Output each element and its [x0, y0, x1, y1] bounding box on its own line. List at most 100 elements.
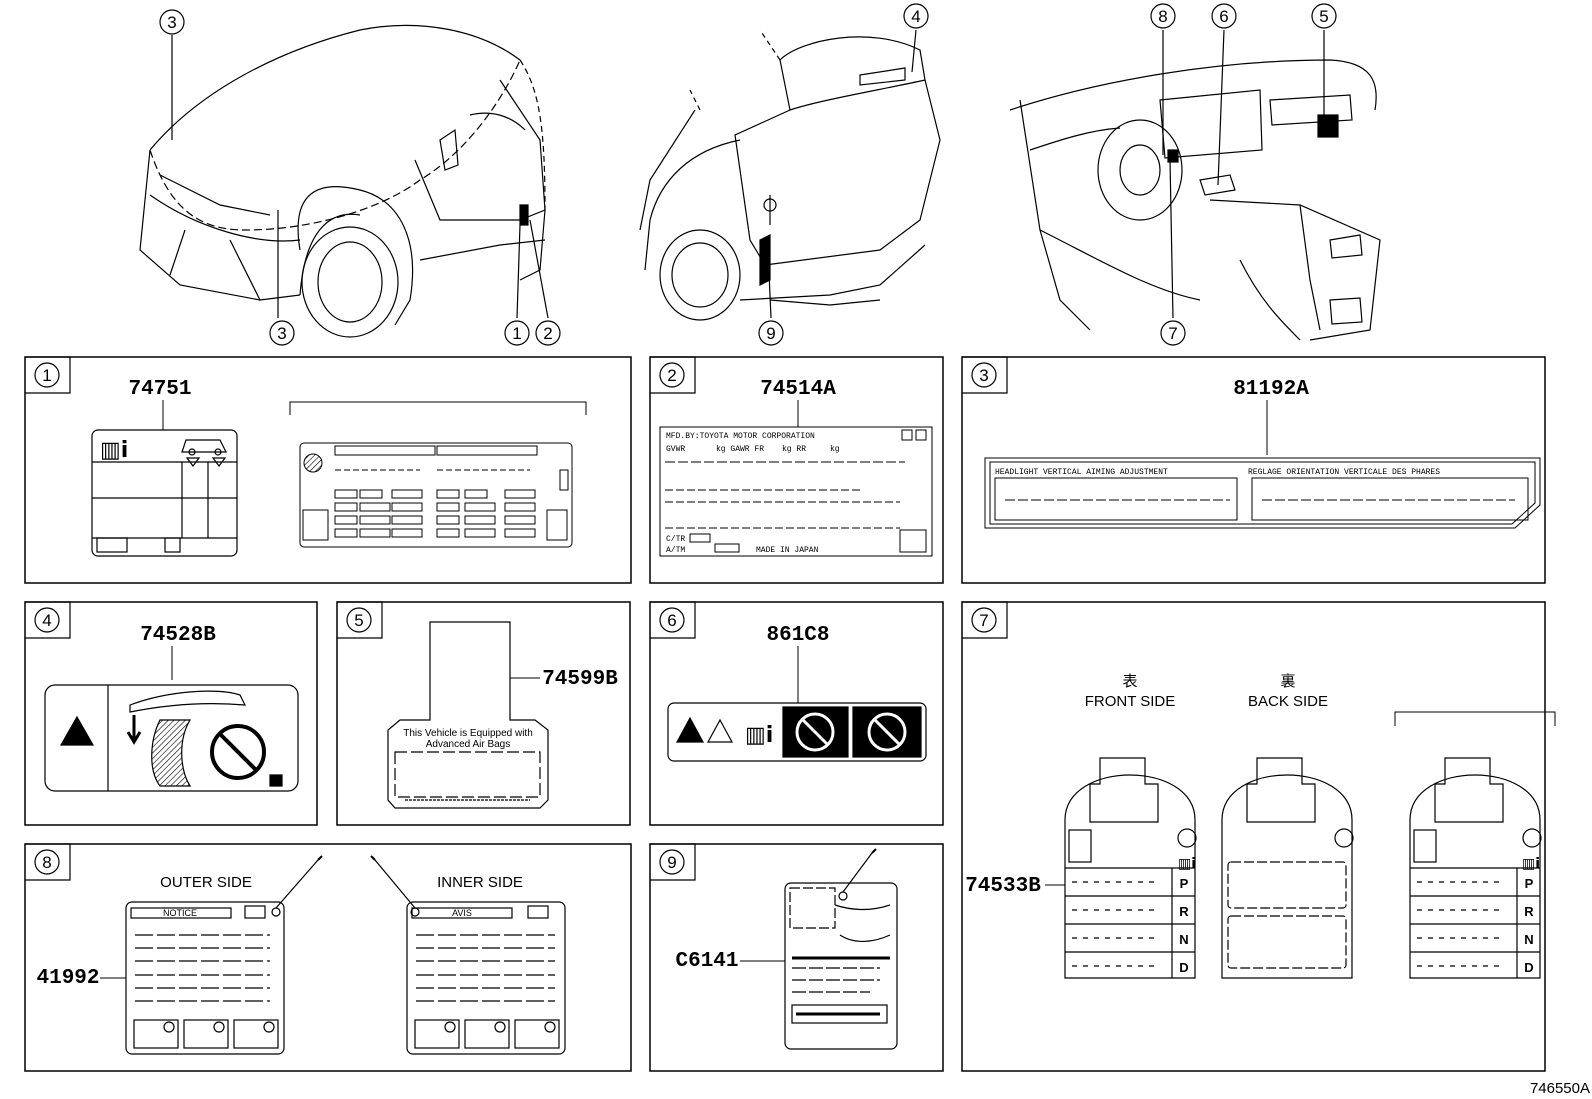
part-number-74533B: 74533B: [965, 875, 1041, 898]
svg-text:▥i: ▥i: [1522, 856, 1540, 872]
callout-5: 5: [1311, 3, 1337, 29]
svg-text:表: 表: [1122, 673, 1137, 690]
callout-1: 1: [504, 320, 530, 346]
headlight-aim-label: HEADLIGHT VERTICAL AIMING ADJUSTMENT REG…: [984, 457, 1541, 529]
svg-text:3: 3: [979, 366, 988, 385]
part-number-41992: 41992: [36, 967, 99, 990]
svg-text:▥i: ▥i: [1178, 856, 1196, 872]
callout-leaders: [171, 29, 1325, 319]
svg-text:9: 9: [766, 324, 775, 343]
svg-text:4: 4: [911, 7, 920, 26]
svg-text:P: P: [1180, 876, 1189, 891]
callout-2: 2: [535, 320, 561, 346]
back-door-caution-label: [44, 684, 299, 792]
top-callouts: 3 3 1 2 4 9 8 6 5 7: [159, 3, 1337, 346]
outer-side-tag: [125, 855, 323, 1055]
charging-port-tag: [784, 848, 898, 1050]
panel-6: 6 861C8 ▥i: [649, 601, 944, 826]
svg-text:R: R: [1179, 904, 1189, 919]
svg-text:7: 7: [979, 611, 988, 630]
svg-text:kg GAWR FR: kg GAWR FR: [716, 445, 764, 454]
svg-text:7: 7: [1168, 324, 1177, 343]
callout-3-top: 3: [159, 9, 185, 35]
airbag-label: This Vehicle is Equipped with Advanced A…: [387, 621, 549, 809]
svg-text:D: D: [1524, 960, 1533, 975]
svg-text:kg RR: kg RR: [782, 445, 806, 454]
svg-text:NOTICE: NOTICE: [163, 908, 197, 918]
sun-visor-airbag-label: ▥i: [667, 702, 927, 762]
svg-text:3: 3: [277, 324, 286, 343]
warning-triangle-icon: [675, 716, 705, 743]
svg-text:kg: kg: [830, 445, 840, 454]
part-number-81192A: 81192A: [1233, 378, 1309, 401]
car-front-view: [139, 24, 546, 338]
svg-text:1: 1: [512, 324, 521, 343]
panel-8: 8 OUTER SIDE INNER SIDE 41992 NOTICE: [24, 843, 632, 1072]
shift-tag-alt: ▥i: [1409, 757, 1542, 979]
svg-text:5: 5: [354, 611, 363, 630]
callout-4: 4: [903, 3, 929, 29]
svg-text:P: P: [1525, 876, 1534, 891]
svg-text:N: N: [1179, 932, 1188, 947]
svg-text:C/TR: C/TR: [666, 535, 685, 544]
callout-8: 8: [1150, 3, 1176, 29]
vehicle-id-label: MFD.BY:TOYOTA MOTOR CORPORATION GVWR kg …: [659, 426, 933, 557]
svg-text:2: 2: [667, 366, 676, 385]
svg-text:R: R: [1524, 904, 1534, 919]
svg-text:GVWR: GVWR: [666, 445, 685, 454]
svg-text:8: 8: [1158, 7, 1167, 26]
prohibition-icon: [210, 724, 266, 780]
gear-letters-alt: P R N D: [1524, 876, 1534, 975]
callout-6: 6: [1211, 3, 1237, 29]
svg-text:N: N: [1524, 932, 1533, 947]
svg-text:OUTER SIDE: OUTER SIDE: [160, 874, 252, 891]
part-number-C6141: C6141: [675, 950, 738, 973]
car-rear-view: [639, 29, 941, 321]
manual-icon: ▥i: [100, 438, 128, 463]
part-number-74514A: 74514A: [760, 378, 836, 401]
part-number-74528B: 74528B: [140, 624, 216, 647]
svg-text:REGLAGE ORIENTATION VERTICALE: REGLAGE ORIENTATION VERTICALE DES PHARES: [1248, 468, 1440, 477]
svg-text:1: 1: [42, 366, 51, 385]
panel-9: 9 C6141: [649, 843, 944, 1072]
shift-tag-back: [1221, 757, 1354, 979]
tire-pressure-label: [299, 442, 573, 548]
svg-text:AVIS: AVIS: [452, 908, 472, 918]
manual-icon: ▥i: [745, 723, 773, 748]
svg-text:MADE IN JAPAN: MADE IN JAPAN: [756, 546, 819, 555]
figure-reference: 746550A: [1530, 1080, 1590, 1097]
panel-2: 2 74514A MFD.BY:TOYOTA MOTOR CORPORATION…: [649, 356, 944, 584]
svg-text:3: 3: [167, 13, 176, 32]
svg-text:裏: 裏: [1280, 672, 1295, 690]
panel-1: 1 74751 ▥i: [24, 356, 632, 584]
svg-text:5: 5: [1319, 7, 1328, 26]
svg-text:D: D: [1179, 960, 1188, 975]
svg-text:MFD.BY:TOYOTA MOTOR CORPORATIO: MFD.BY:TOYOTA MOTOR CORPORATION: [666, 432, 815, 441]
svg-text:8: 8: [42, 853, 51, 872]
svg-text:Advanced Air Bags: Advanced Air Bags: [426, 739, 511, 750]
callout-9: 9: [758, 320, 784, 346]
panel-4: 4 74528B: [24, 601, 318, 826]
warning-triangle-icon: [59, 715, 95, 746]
callout-3-bottom: 3: [269, 320, 295, 346]
part-number-74599B: 74599B: [542, 668, 618, 691]
svg-text:FRONT SIDE: FRONT SIDE: [1085, 693, 1176, 710]
svg-text:BACK SIDE: BACK SIDE: [1248, 693, 1328, 710]
svg-text:2: 2: [543, 324, 552, 343]
svg-text:9: 9: [667, 853, 676, 872]
car-interior-view: [1009, 59, 1381, 341]
panel-7: 7 表 FRONT SIDE 裏 BACK SIDE 74533B ▥i P R: [961, 601, 1556, 1072]
svg-text:6: 6: [667, 611, 676, 630]
inner-side-tag: [370, 855, 566, 1055]
svg-text:6: 6: [1219, 7, 1228, 26]
gear-letters-front: P R N D: [1179, 876, 1189, 975]
panel-3: 3 81192A HEADLIGHT VERTICAL AIMING ADJUS…: [961, 356, 1546, 584]
svg-text:4: 4: [42, 611, 51, 630]
svg-text:This Vehicle is Equipped with: This Vehicle is Equipped with: [403, 728, 533, 739]
tire-label-icon-card: ▥i: [91, 429, 238, 557]
callout-7: 7: [1160, 320, 1186, 346]
panel-5: 5 74599B This Vehicle is Equipped with A…: [336, 601, 631, 826]
part-number-861C8: 861C8: [766, 624, 829, 647]
part-number-74751: 74751: [128, 378, 191, 401]
